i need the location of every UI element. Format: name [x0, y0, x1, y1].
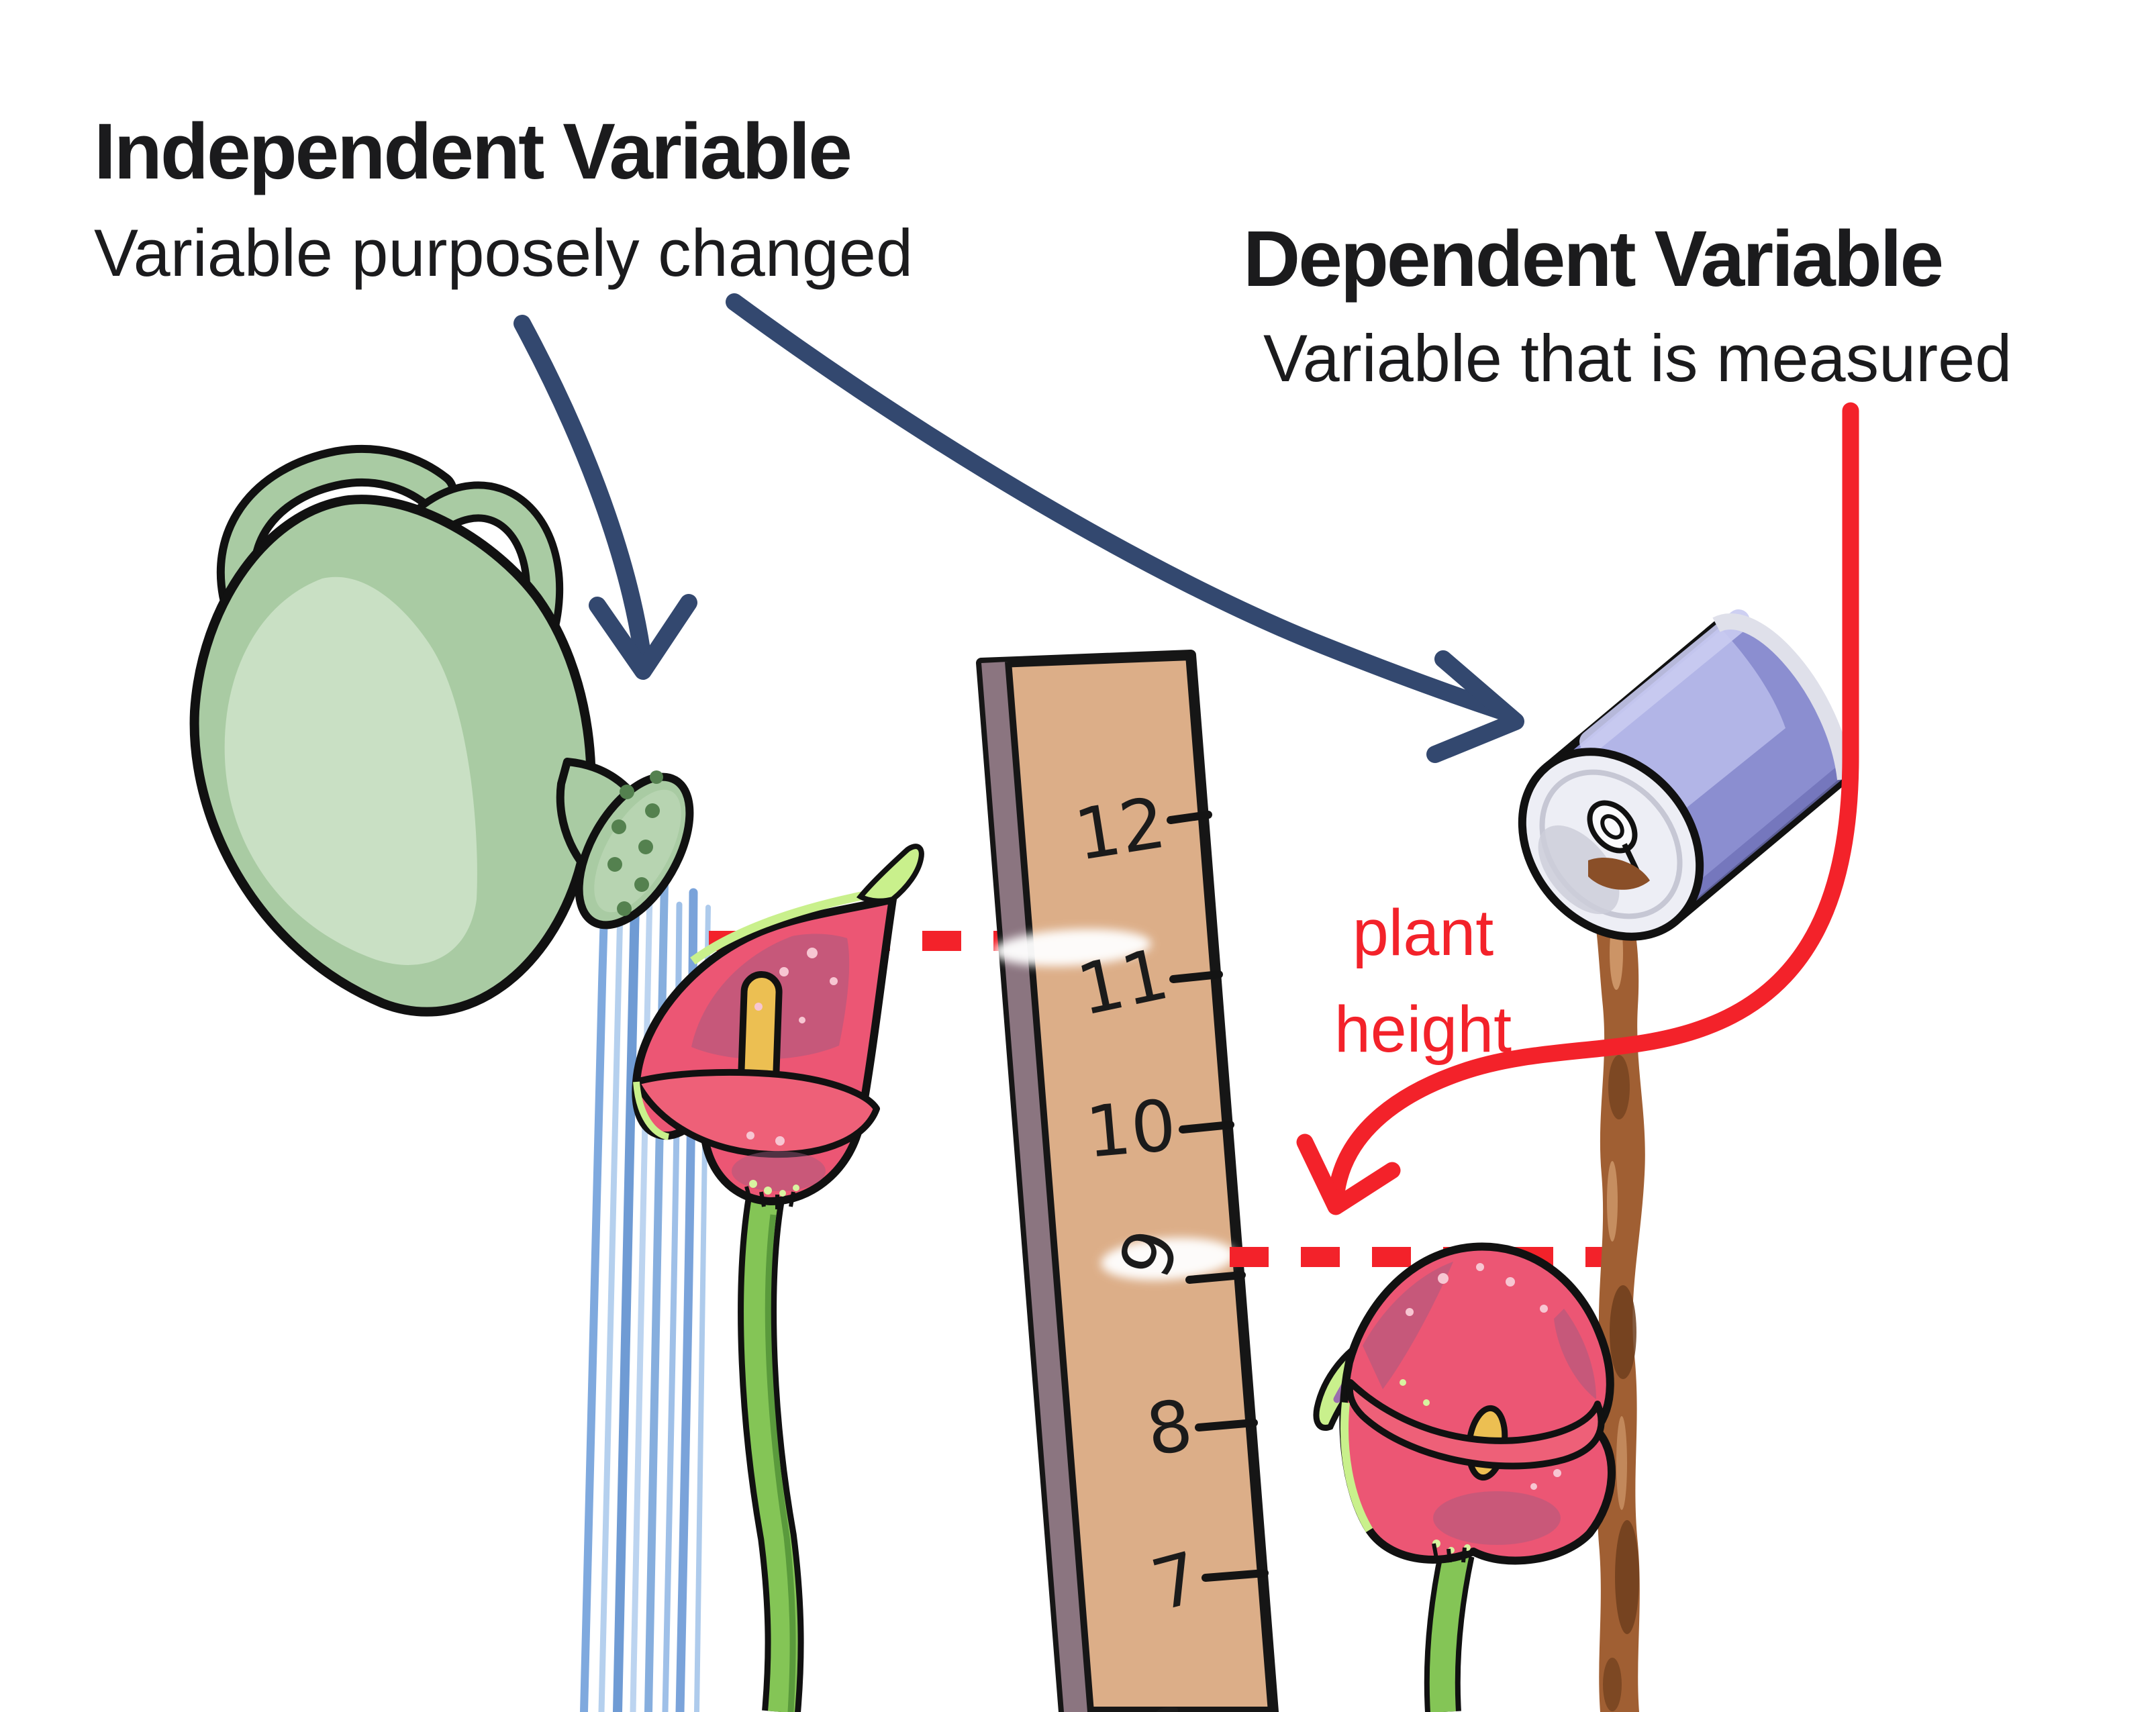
- flower-base-dots: [749, 1180, 799, 1197]
- independent-variable-subtitle: Variable purposely changed: [94, 215, 914, 290]
- ruler-number-10: 10: [1083, 1085, 1179, 1174]
- tall-flower-illustration: [632, 844, 924, 1712]
- plant-height-label: plant height: [1302, 885, 1544, 1077]
- dependent-variable-arrow: [1296, 402, 1859, 1215]
- arrow-to-soda-can-head: [1426, 650, 1524, 763]
- ruler-number-12: 12: [1069, 782, 1171, 876]
- soda-can-illustration: [1518, 609, 1853, 1712]
- short-flower-illustration: [1313, 1242, 1616, 1712]
- cola-stream: [1582, 860, 1645, 1712]
- independent-variable-arrows: [513, 293, 1524, 763]
- flower-speckles: [746, 948, 838, 1146]
- flower-base-frill: [744, 1186, 795, 1209]
- flower-speckles: [1406, 1263, 1561, 1490]
- ruler-illustration: 12 11 10 9 8 7 6: [976, 650, 1279, 1712]
- sprinkler-holes: [607, 770, 663, 916]
- watering-can-illustration: [189, 444, 694, 1017]
- flower-base-frill: [1432, 1543, 1467, 1563]
- ruler-number-11: 11: [1071, 933, 1175, 1031]
- dependent-variable-title: Dependent Variable: [1243, 215, 1944, 303]
- arrow-to-watering-can-head: [589, 594, 697, 680]
- arrow-to-soda-can: [726, 293, 1511, 720]
- pull-tab: [1587, 800, 1638, 854]
- independent-variable-title: Independent Variable: [94, 107, 852, 196]
- ruler-ticks: [1167, 811, 1269, 1582]
- plant-height-line1: plant: [1352, 896, 1494, 969]
- can-mouth: [1588, 857, 1650, 890]
- plant-height-line2: height: [1334, 992, 1512, 1066]
- dependent-variable-subtitle: Variable that is measured: [1263, 321, 2012, 395]
- arrow-to-watering-can: [513, 315, 650, 658]
